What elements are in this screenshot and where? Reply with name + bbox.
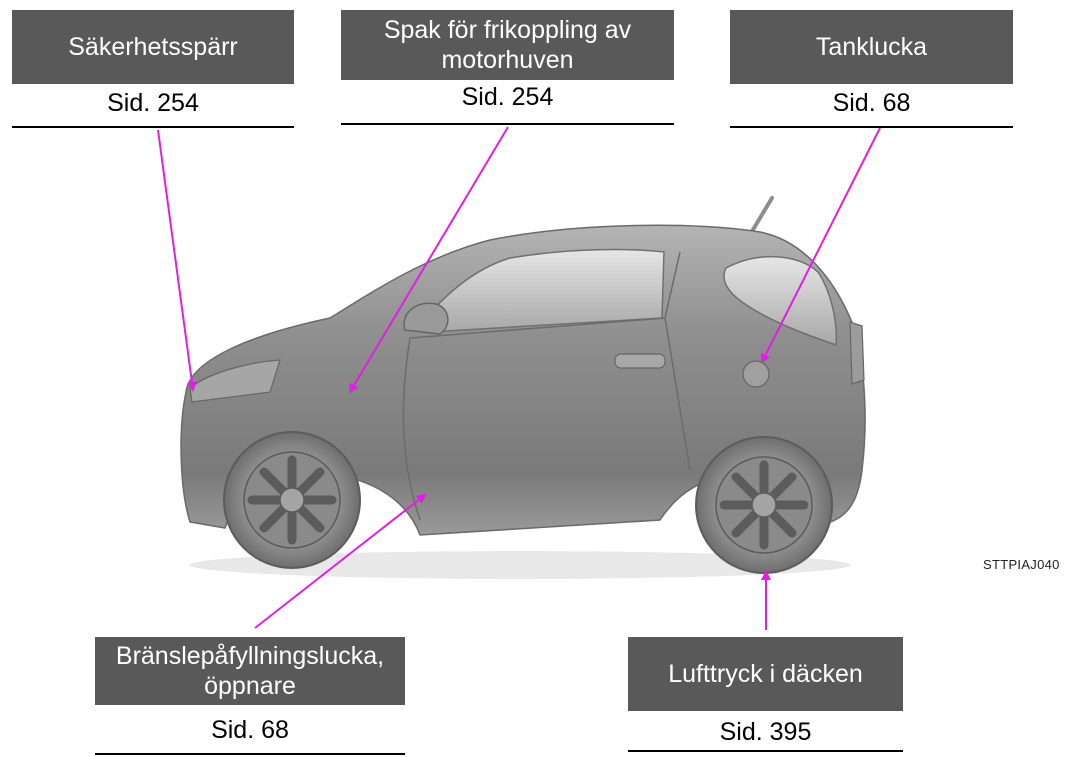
side-window: [413, 248, 665, 333]
page-reference: Sid. 254: [461, 83, 554, 111]
door-handle: [614, 353, 666, 369]
front-wheel: [223, 431, 361, 569]
callout-underline: [628, 750, 903, 752]
page-reference: Sid. 68: [832, 89, 911, 117]
callout-underline: [95, 753, 405, 755]
page-reference: Sid. 68: [211, 716, 289, 744]
callout-underline: [730, 126, 1013, 128]
callout-label: Bränslepåfyllningslucka, öppnare: [95, 637, 405, 705]
figure-code: STTPIAJ040: [983, 557, 1060, 572]
arrow-fuel-door: [761, 127, 881, 364]
fuel-door-shape: [742, 360, 770, 388]
callout-tire-pressure: Lufttryck i däcken Sid. 395: [628, 637, 903, 747]
callout-safety-catch: Säkerhetsspärr Sid. 254: [12, 10, 294, 118]
rear-wheel: [695, 436, 833, 574]
car-shadow: [190, 551, 850, 579]
callout-fuel-door-opener: Bränslepåfyllningslucka, öppnare Sid. 68: [95, 637, 405, 745]
headlight: [189, 359, 281, 403]
callout-underline: [12, 126, 294, 128]
rear-window: [723, 255, 838, 347]
page-reference: Sid. 395: [719, 718, 812, 746]
arrow-fuel-door-opener: [254, 493, 427, 629]
arrow-safety-catch: [157, 129, 197, 392]
side-mirror: [403, 302, 449, 335]
callout-underline: [341, 123, 674, 125]
callout-label: Säkerhetsspärr: [12, 10, 294, 84]
callout-label: Spak för frikoppling av motorhuven: [341, 10, 674, 80]
callout-hood-release: Spak för frikoppling av motorhuven Sid. …: [341, 10, 674, 112]
tail-light: [849, 321, 865, 385]
callout-fuel-door: Tanklucka Sid. 68: [730, 10, 1013, 118]
callout-label: Tanklucka: [730, 10, 1013, 84]
arrow-hood-release: [348, 126, 509, 394]
callout-label: Lufttryck i däcken: [628, 637, 903, 711]
door-outline: [402, 251, 691, 521]
page-reference: Sid. 254: [107, 89, 199, 117]
